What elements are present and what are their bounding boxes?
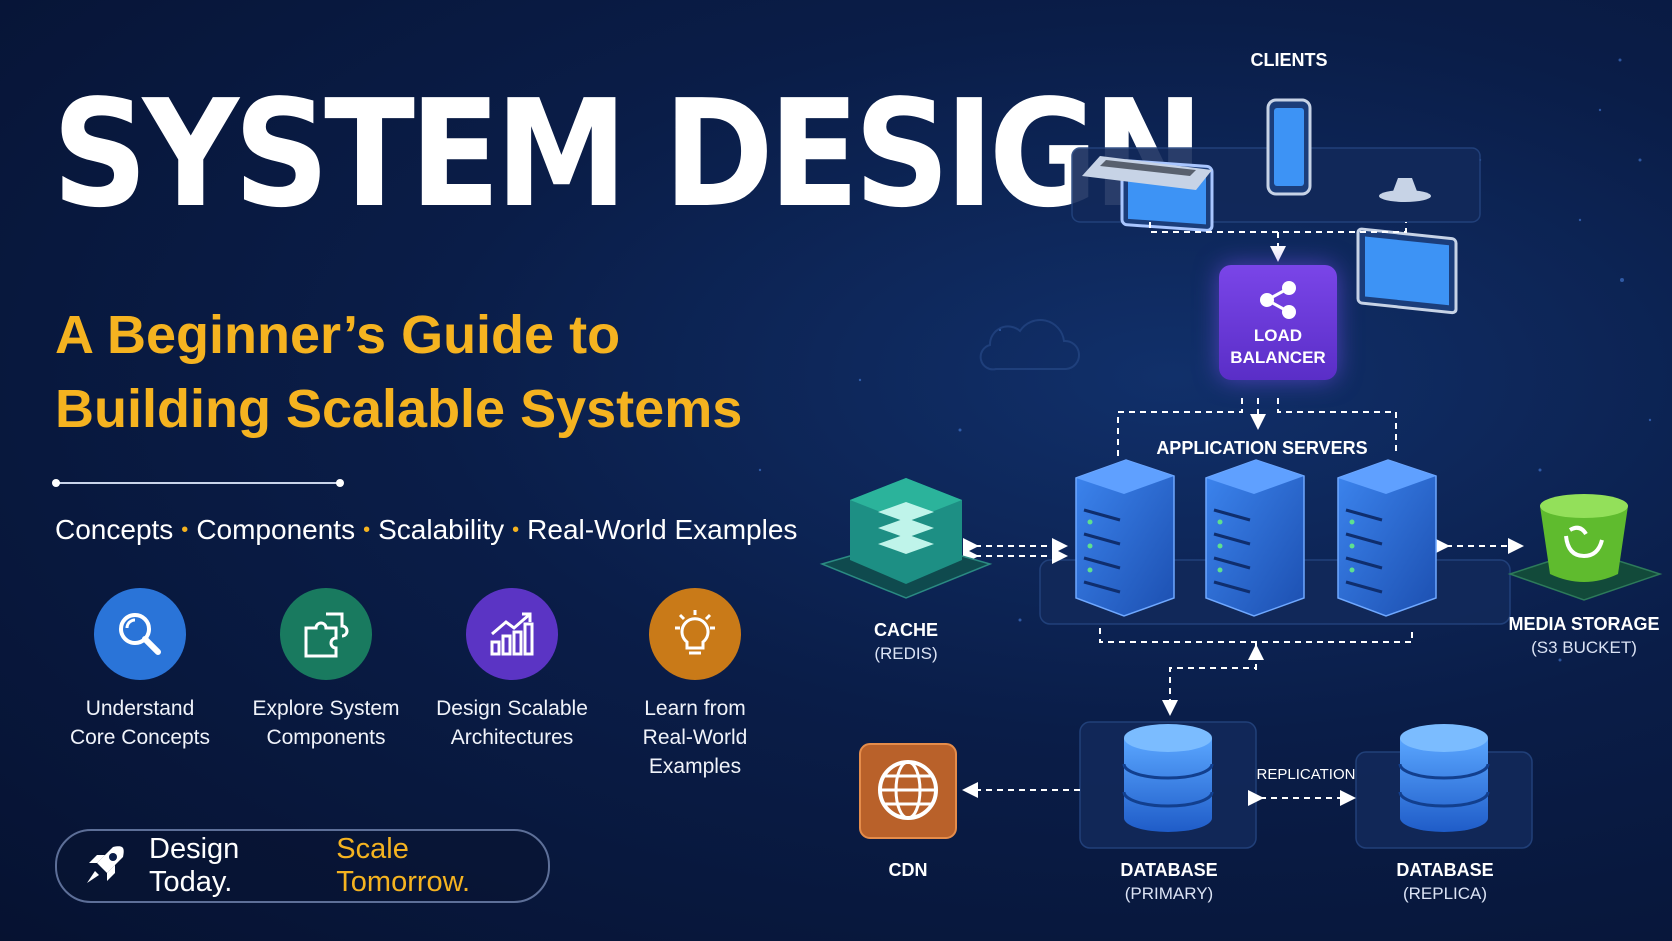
- globe-icon: [859, 743, 957, 839]
- monitor-icon: [1356, 178, 1458, 315]
- motto-part-1: Design Today.: [149, 833, 240, 898]
- cache-label: CACHE(REDIS): [873, 620, 938, 663]
- cache-icon: [819, 478, 993, 599]
- bucket-icon: [1507, 494, 1663, 601]
- feature-label: Explore System: [252, 697, 400, 720]
- subtitle: A Beginner’s Guide to Building Scalable …: [55, 298, 742, 446]
- db-replica-label: DATABASE(REPLICA): [1396, 860, 1494, 903]
- feature-label: Design Scalable: [436, 697, 588, 720]
- tagline-separator: •: [512, 519, 520, 541]
- tagline-item: Components: [196, 514, 356, 545]
- page-title: SYSTEM DESIGN: [52, 68, 1204, 240]
- magnifier-icon: [94, 588, 186, 680]
- feature-label: Architectures: [450, 726, 574, 749]
- feature-label: Examples: [648, 755, 742, 778]
- server-icon: [1205, 459, 1305, 617]
- load-balancer-node: LOAD BALANCER: [1219, 265, 1337, 380]
- phone-icon: [1266, 98, 1312, 196]
- tagline-separator: •: [363, 519, 371, 541]
- subtitle-line-2: Building Scalable Systems: [55, 379, 743, 439]
- app-servers-label: APPLICATION SERVERS: [1156, 438, 1368, 458]
- feature-label: Components: [266, 726, 386, 749]
- hero-section: SYSTEM DESIGN A Beginner’s Guide to Buil…: [0, 0, 1204, 941]
- feature-label: Core Concepts: [69, 726, 211, 749]
- rocket-icon: [83, 841, 129, 892]
- load-balancer-label: BALANCER: [1230, 348, 1326, 367]
- feature-label: Learn from: [644, 697, 746, 720]
- load-balancer-label: LOAD: [1253, 326, 1303, 345]
- laptop-icon: [1082, 156, 1214, 232]
- subtitle-line-1: A Beginner’s Guide to: [55, 305, 621, 365]
- media-storage-label: MEDIA STORAGE(S3 BUCKET): [1508, 614, 1660, 657]
- tagline-item: Concepts: [55, 514, 174, 545]
- feature-label: Real-World: [642, 726, 748, 749]
- tagline-item: Scalability: [378, 514, 505, 545]
- db-primary-label: DATABASE(PRIMARY): [1120, 860, 1218, 903]
- clients-label: CLIENTS: [1250, 50, 1328, 70]
- tagline-separator: •: [181, 519, 189, 541]
- share-icon: [1260, 281, 1296, 319]
- motto-banner: Design Today. Scale Tomorrow.: [55, 829, 550, 903]
- motto-part-2: Scale Tomorrow.: [336, 833, 471, 898]
- tagline-item: Real-World Examples: [527, 514, 798, 545]
- puzzle-icon: [280, 588, 372, 680]
- server-icon: [1337, 459, 1437, 617]
- tagline: Concepts • Components • Scalability • Real-Wor…: [55, 514, 797, 546]
- database-icon: [1122, 724, 1214, 832]
- server-icon: [1075, 459, 1175, 617]
- divider: [52, 479, 344, 487]
- growth-chart-icon: [466, 588, 558, 680]
- lightbulb-icon: [649, 588, 741, 680]
- feature-label: Understand: [85, 697, 195, 720]
- cdn-label: CDN: [888, 860, 928, 880]
- database-icon: [1398, 724, 1490, 832]
- replication-label: REPLICATION: [1256, 766, 1356, 783]
